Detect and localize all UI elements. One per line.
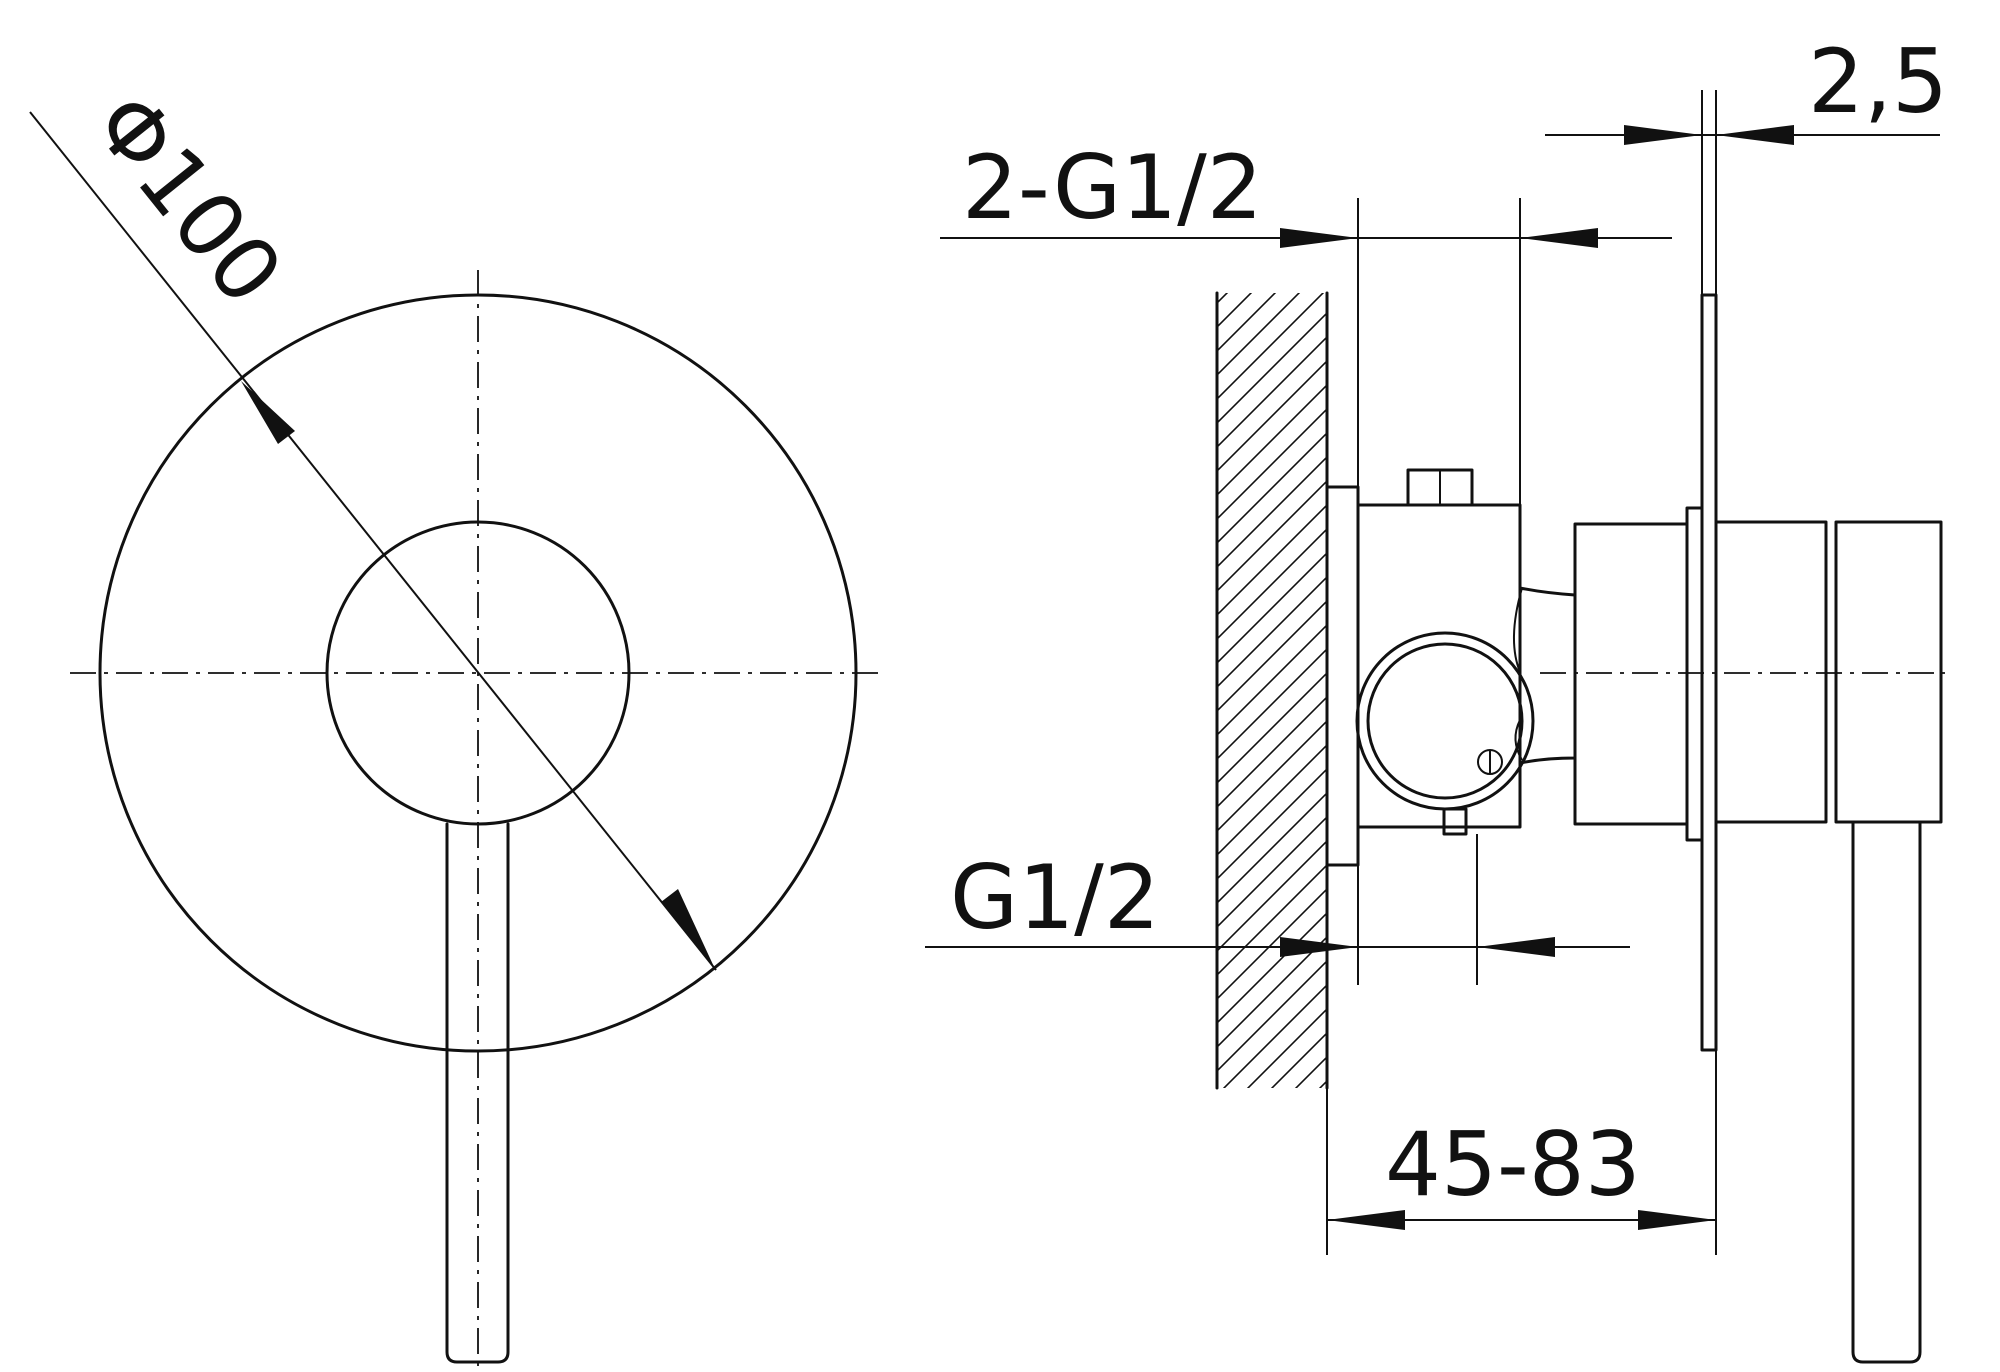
wall-hatch-line: [1217, 767, 1327, 881]
wall-hatch-line: [1217, 359, 1327, 473]
front-view: Φ100: [29, 74, 885, 1372]
wall-hatch-line: [1217, 863, 1327, 977]
plate-thickness-label: 2,5: [1808, 30, 1948, 133]
wall-hatch-line: [1217, 503, 1327, 617]
wall-hatch-line: [1270, 1031, 1327, 1088]
plate-thickness-dimension: 2,5: [1545, 30, 1948, 1090]
cartridge-body: [1573, 522, 1689, 826]
wall-hatch-line: [1217, 911, 1327, 1025]
wall-hatch-line: [1217, 335, 1327, 449]
inlet-label: G1/2: [950, 846, 1160, 949]
wall-hatch-line: [1217, 719, 1327, 833]
knob-cap: [1834, 520, 1943, 824]
wall-hatch-line: [1217, 743, 1327, 857]
cover-plate-circle: [98, 293, 858, 1053]
diameter-arrow-lower: [661, 889, 715, 969]
wall-hatch-line: [1217, 815, 1327, 929]
knob-circle: [325, 520, 631, 826]
plate-collar: [1685, 506, 1704, 842]
wall-hatch-line: [1217, 839, 1327, 953]
valve-body: [1325, 293, 1943, 1364]
wall-hatch-line: [1217, 527, 1327, 641]
wall-hatch-line: [1246, 1007, 1327, 1088]
depth-dimension: 45-83: [1326, 1088, 1717, 1255]
bottom-nut: [1442, 807, 1468, 836]
diameter-label: Φ100: [74, 74, 303, 324]
outlet-port-inner: [1366, 642, 1524, 800]
wall-hatch-line: [1217, 383, 1327, 497]
wall-hatch-line: [1217, 293, 1325, 401]
wall-hatch-line: [1294, 1055, 1327, 1088]
lever-handle: [445, 822, 510, 1364]
depth-label: 45-83: [1385, 1113, 1641, 1216]
diameter-arrow-upper: [241, 381, 295, 444]
outlets-dimension: 2-G1/2: [940, 136, 1672, 505]
wall-hatch-line: [1217, 695, 1327, 809]
mounting-flange: [1325, 485, 1360, 867]
wall-hatch-line: [1217, 575, 1327, 689]
wall-hatch-line: [1217, 293, 1301, 377]
knob-side: [1714, 520, 1828, 824]
wall-hatch-line: [1217, 959, 1327, 1073]
wall-hatch-line: [1217, 407, 1327, 521]
wall-hatch-line: [1217, 455, 1327, 569]
wall-hatch-line: [1217, 599, 1327, 713]
side-view: 2,5 2-G1/2 G1/2 45-83: [925, 30, 1948, 1364]
wall-hatch-line: [1217, 647, 1327, 761]
wall-hatch-line: [1217, 293, 1229, 305]
wall-hatch-line: [1222, 983, 1327, 1088]
wall-hatch-line: [1318, 1079, 1327, 1088]
wall-hatch-line: [1217, 791, 1327, 905]
lever-side: [1851, 820, 1922, 1364]
wall-hatch-line: [1217, 551, 1327, 665]
outlets-label: 2-G1/2: [962, 136, 1263, 239]
inlet-dimension: G1/2: [925, 834, 1630, 985]
wall-hatch-line: [1217, 479, 1327, 593]
wall-hatch-line: [1217, 671, 1327, 785]
diameter-dimension-line: [29, 111, 717, 971]
wall-hatch-line: [1217, 431, 1327, 545]
wall-hatch-line: [1217, 623, 1327, 737]
wall-hatch-line: [1217, 311, 1327, 425]
wall-hatch-line: [1217, 293, 1253, 329]
outlet-port-ring: [1355, 631, 1535, 811]
wall-hatch-line: [1217, 293, 1277, 353]
